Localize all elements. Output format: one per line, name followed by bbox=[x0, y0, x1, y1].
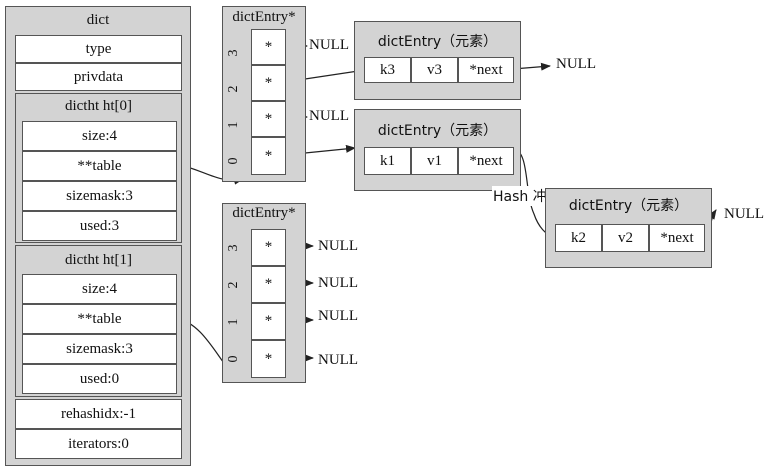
entry-k3-title: dictEntry（元素） bbox=[377, 34, 498, 50]
ht1-struct: dictht ht[1] size:4 **table sizemask:3 u… bbox=[15, 245, 182, 397]
ht1-table-field: **table bbox=[22, 304, 177, 334]
table0-index: 0 bbox=[226, 157, 241, 165]
ht0-struct: dictht ht[0] size:4 **table sizemask:3 u… bbox=[15, 93, 182, 243]
ht0-table-field: **table bbox=[22, 151, 177, 181]
entry-k2-title: dictEntry（元素） bbox=[568, 198, 689, 214]
entry-k1-val: v1 bbox=[411, 147, 458, 175]
entry-k2-val: v2 bbox=[602, 224, 649, 252]
table1-slot2-null: NULL bbox=[318, 275, 358, 291]
table1-title: dictEntry* bbox=[232, 205, 296, 221]
table0-slot1-null: NULL bbox=[309, 108, 349, 124]
dict-struct: dict type privdata dictht ht[0] size:4 *… bbox=[5, 6, 191, 466]
table0-index: 1 bbox=[226, 121, 241, 129]
table1-slot0-null: NULL bbox=[318, 352, 358, 368]
table1-slot-3: * bbox=[251, 229, 286, 266]
table1-slot-1: * bbox=[251, 303, 286, 340]
entry-k1-title: dictEntry（元素） bbox=[377, 123, 498, 139]
ht1-used-field: used:0 bbox=[22, 364, 177, 394]
table0-title: dictEntry* bbox=[232, 9, 296, 25]
table1-index: 0 bbox=[226, 355, 241, 363]
entry-k2-next: *next bbox=[649, 224, 705, 252]
entry-k3-val: v3 bbox=[411, 57, 458, 83]
table1-index: 3 bbox=[226, 244, 241, 252]
table0-index: 2 bbox=[226, 85, 241, 93]
table0-array: dictEntry* 3 2 1 0 * * * * bbox=[222, 6, 306, 182]
dict-title: dict bbox=[86, 12, 110, 28]
dict-privdata-field: privdata bbox=[15, 63, 182, 91]
collision-label: Hash 冲突 bbox=[492, 186, 562, 206]
entry-k2-key: k2 bbox=[555, 224, 602, 252]
dict-rehashidx-field: rehashidx:-1 bbox=[15, 399, 182, 429]
table0-slot-2: * bbox=[251, 65, 286, 101]
ht0-sizemask-field: sizemask:3 bbox=[22, 181, 177, 211]
ht0-used-field: used:3 bbox=[22, 211, 177, 241]
table1-slot1-null: NULL bbox=[318, 308, 358, 324]
entry-k3-key: k3 bbox=[364, 57, 411, 83]
table1-index: 2 bbox=[226, 281, 241, 289]
table0-slot-1: * bbox=[251, 101, 286, 137]
ht1-title: dictht ht[1] bbox=[64, 252, 133, 268]
table0-slot-3: * bbox=[251, 29, 286, 65]
entry-k1-key: k1 bbox=[364, 147, 411, 175]
table0-slot3-null: NULL bbox=[309, 37, 349, 53]
table1-slot-0: * bbox=[251, 340, 286, 378]
entry-k3: dictEntry（元素） k3 v3 *next bbox=[354, 21, 521, 100]
dict-type-field: type bbox=[15, 35, 182, 63]
ht1-sizemask-field: sizemask:3 bbox=[22, 334, 177, 364]
ht0-title: dictht ht[0] bbox=[64, 98, 133, 114]
table1-slot3-null: NULL bbox=[318, 238, 358, 254]
entry-k2: dictEntry（元素） k2 v2 *next bbox=[545, 188, 712, 268]
entry-k1: dictEntry（元素） k1 v1 *next bbox=[354, 109, 521, 191]
table0-slot-0: * bbox=[251, 137, 286, 175]
entry-k1-next: *next bbox=[458, 147, 514, 175]
entry-k3-next-null: NULL bbox=[556, 56, 596, 72]
dict-iterators-field: iterators:0 bbox=[15, 429, 182, 459]
table1-index: 1 bbox=[226, 318, 241, 326]
ht1-size-field: size:4 bbox=[22, 274, 177, 304]
entry-k3-next: *next bbox=[458, 57, 514, 83]
entry-k2-next-null: NULL bbox=[724, 206, 764, 222]
ht0-size-field: size:4 bbox=[22, 121, 177, 151]
table1-array: dictEntry* 3 2 1 0 * * * * bbox=[222, 203, 306, 383]
table1-slot-2: * bbox=[251, 266, 286, 303]
table0-index: 3 bbox=[226, 49, 241, 57]
